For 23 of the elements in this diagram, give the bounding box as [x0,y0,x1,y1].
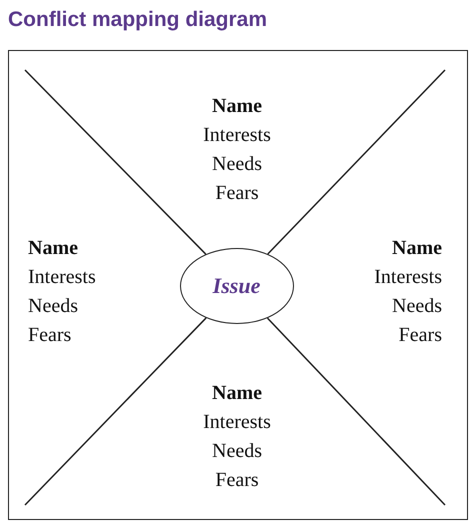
party-attribute: Interests [203,410,271,434]
connector-line [267,69,446,255]
party-attribute: Needs [212,439,262,463]
party-attribute: Interests [28,265,96,289]
issue-ellipse: Issue [180,248,294,324]
connector-line [24,69,206,255]
party-attribute: Interests [203,123,271,147]
party-name: Name [28,236,78,260]
party-attribute: Interests [374,265,442,289]
party-name: Name [212,381,262,405]
party-attribute: Fears [215,468,259,492]
party-attribute: Needs [28,294,78,318]
party-name: Name [392,236,442,260]
party-attribute: Fears [215,181,259,205]
connector-line [24,317,207,506]
party-attribute: Needs [392,294,442,318]
party-name: Name [212,94,262,118]
diagram-frame [8,50,468,520]
party-attribute: Fears [398,323,442,347]
party-attribute: Needs [212,152,262,176]
party-attribute: Fears [28,323,72,347]
diagram-title: Conflict mapping diagram [8,8,268,32]
connector-line [266,318,446,506]
